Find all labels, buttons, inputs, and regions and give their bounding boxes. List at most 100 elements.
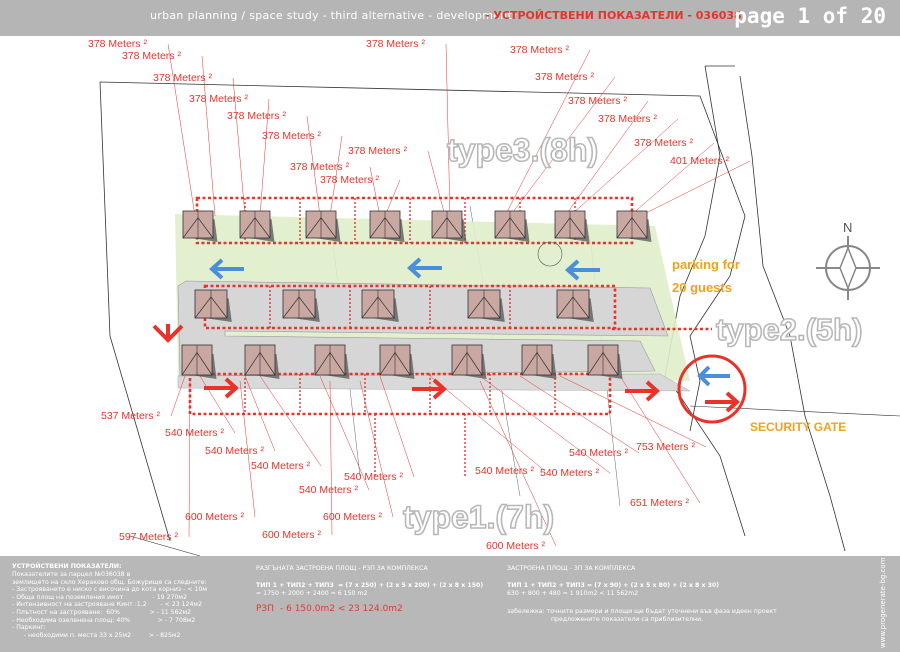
house-type3-4 (431, 210, 467, 242)
area-label: 378 Meters ² (290, 161, 349, 173)
area-label: 378 Meters ² (189, 93, 248, 105)
indicator-line: - Необходима озеленена площ: 40% > - 7 7… (12, 616, 196, 624)
area-label: 540 Meters ² (251, 460, 310, 472)
type1-label: type1.(7h) (403, 499, 554, 535)
house-type2-4 (556, 289, 594, 322)
house-type3-5 (494, 210, 530, 242)
gate-blue-arrow (697, 365, 730, 387)
area-label: 540 Meters ² (299, 484, 358, 496)
area-label: 378 Meters ² (535, 71, 594, 83)
house-type1-6 (587, 344, 623, 379)
type3-label: type3.(8h) (447, 132, 598, 168)
area-label: 540 Meters ² (344, 471, 403, 483)
house-type2-1 (282, 289, 320, 322)
parking-label-line1: parking for (672, 257, 740, 272)
houses-layer (181, 210, 652, 379)
house-type1-4 (451, 344, 487, 379)
house-type2-3 (467, 289, 505, 322)
zp-formula: ТИП 1 + ТИП2 + ТИП3 = (7 x 90) + (2 x 5 … (507, 582, 720, 589)
indicators-title: УСТРОЙСТВЕНИ ПОКАЗАТЕЛИ: (12, 563, 122, 570)
website-link[interactable]: www.progenerate-bg.com (879, 557, 887, 648)
blue-arrow-left-2 (407, 257, 442, 279)
red-arrow-right-3 (625, 380, 660, 402)
area-label: 378 Meters ² (227, 110, 286, 122)
header-subtitle: - УСТРОЙСТВЕНИ ПОКАЗАТЕЛИ - 036038 (485, 9, 742, 22)
red-arrow-right-2 (412, 378, 447, 400)
house-type3-7 (616, 210, 652, 242)
area-label: 651 Meters ² (630, 497, 689, 509)
house-type3-1 (239, 210, 275, 242)
area-label: 378 Meters ² (634, 137, 693, 149)
zp-note-1: забележка: точните размери и площи ще бъ… (507, 608, 777, 615)
area-label: 540 Meters ² (205, 445, 264, 457)
red-arrow-right-1 (204, 377, 239, 399)
house-type1-1 (244, 344, 280, 379)
footer-panel: УСТРОЙСТВЕНИ ПОКАЗАТЕЛИ: Показателите за… (0, 556, 900, 652)
site-plan-drawing: N type3.(8h) type2.(5h) type1.(7h) parki… (88, 38, 900, 557)
rzp-title: РАЗГЪНАТА ЗАСТРОЕНА ПЛОЩ - РЗП ЗА КОМПЛЕ… (256, 565, 428, 572)
indicator-line: - Интензивност на застрояване Кинт :1.2 … (12, 601, 203, 609)
house-type3-2 (305, 210, 341, 242)
security-gate-circle (677, 354, 747, 424)
house-type1-3 (379, 344, 415, 379)
site-plan: N type3.(8h) type2.(5h) type1.(7h) parki… (0, 36, 900, 557)
parking-label-line2: 20 guests (672, 280, 732, 295)
blue-arrow-left-1 (209, 258, 244, 280)
area-label: 540 Meters ² (569, 447, 628, 459)
header-title: urban planning / space study - third alt… (150, 9, 513, 22)
area-label: 401 Meters ² (670, 155, 729, 167)
rzp-formula: ТИП 1 + ТИП2 + ТИП3 = (7 x 250) + (2 x 5… (256, 582, 484, 589)
house-type3-0 (182, 210, 218, 242)
area-label: 540 Meters ² (475, 465, 534, 477)
area-label: 378 Meters ² (348, 145, 407, 157)
house-type3-6 (554, 210, 590, 242)
rzp-label: РЗП (256, 604, 274, 614)
area-label: 600 Meters ² (323, 511, 382, 523)
red-arrow-down (152, 324, 184, 343)
area-label: 378 Meters ² (262, 130, 321, 142)
area-label: 540 Meters ² (165, 427, 224, 439)
gate-red-arrow (705, 391, 740, 413)
header-bar: urban planning / space study - third alt… (0, 0, 900, 36)
area-label: 537 Meters ² (101, 410, 160, 422)
area-label: 378 Meters ² (122, 50, 181, 62)
area-label: 378 Meters ² (320, 174, 379, 186)
area-label: 378 Meters ² (510, 44, 569, 56)
area-label: 597 Meters ² (119, 531, 178, 543)
direction-arrows (152, 257, 740, 413)
indicator-line: Показателите за парцел №036038 в (12, 571, 131, 578)
indicator-line: - Застрояването е ниско с височина до ко… (12, 586, 208, 594)
indicator-line: - необходими п. места 33 х 25м2 > - 825м… (12, 631, 181, 639)
indicator-line: - Плътност на застрояване: 60% > - 11 56… (12, 608, 192, 616)
blue-arrow-left-3 (565, 259, 600, 281)
rzp-value: - 6 150.0m2 < 23 124.0m2 (280, 604, 403, 614)
zp-result: 630 + 800 + 480 = 1 910m2 < 11 562m2 (507, 590, 639, 597)
area-label: 378 Meters ² (598, 113, 657, 125)
house-type1-2 (314, 344, 350, 379)
house-type1-0 (181, 344, 217, 379)
house-type1-5 (521, 344, 557, 379)
area-label: 378 Meters ² (88, 38, 147, 50)
rzp-result: = 1750 + 2000 + 2400 = 6 150 m2 (256, 590, 368, 597)
area-label: 600 Meters ² (262, 529, 321, 541)
page-indicator: page 1 of 20 (734, 4, 886, 28)
house-type2-0 (194, 289, 232, 322)
type2-label: type2.(5h) (716, 312, 862, 347)
area-label: 378 Meters ² (568, 95, 627, 107)
zp-title: ЗАСТРОЕНА ПЛОЩ - ЗП ЗА КОМПЛЕКСА (507, 565, 636, 572)
area-label: 378 Meters ² (153, 72, 212, 84)
indicator-line: - Паркинг: (12, 624, 46, 632)
north-arrow-icon: N (816, 220, 880, 300)
security-gate-label: SECURITY GATE (750, 420, 846, 434)
house-type2-2 (361, 289, 399, 322)
area-label: 378 Meters ² (366, 38, 425, 50)
zp-note-2: предложените показатели са приблизителни… (551, 616, 704, 623)
turnaround-circle (537, 241, 563, 267)
indicator-line: - Обща площ на поземления имот - 19 270м… (12, 593, 188, 601)
north-label: N (843, 220, 852, 235)
area-label: 540 Meters ² (540, 467, 599, 479)
house-type3-3 (369, 210, 405, 242)
indicator-line: землището на село Хераково общ. Божурище… (12, 578, 207, 586)
